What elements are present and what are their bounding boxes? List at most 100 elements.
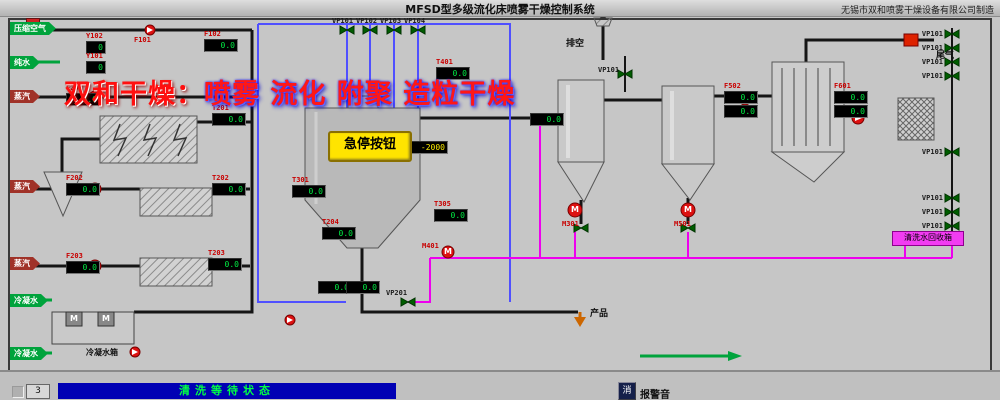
instrument-tag: Y102 — [86, 32, 103, 40]
valve-right-5 — [944, 147, 960, 157]
instrument-value: 0.0 — [212, 113, 246, 126]
instrument-t201: T201 0.0 — [212, 104, 246, 126]
valve-vp201 — [400, 297, 416, 307]
valve-label-right-4: VP101 — [921, 72, 943, 80]
valve-label-right-8: VP101 — [921, 222, 943, 230]
motor-m-glyph: M — [571, 205, 579, 214]
recovery-tank-label: 清洗水回收箱 — [892, 231, 964, 246]
valve-label-vp102: VP102 — [356, 17, 378, 25]
valve-label-right-7: VP101 — [921, 208, 943, 216]
instrument-t203: T203 0.0 — [208, 249, 242, 271]
instrument-tag: Y101 — [86, 52, 103, 60]
inlet-pure-water: 纯水 — [10, 56, 40, 69]
instrument-f202: F202 0.0 — [66, 174, 100, 196]
instrument-t305: T305 0.0 — [434, 200, 468, 222]
tail-gas-label: 尾气 — [936, 51, 955, 61]
instrument-value: 0 — [86, 61, 106, 74]
motor-label-m501: M501 — [674, 220, 691, 228]
instrument-t401: T401 0.0 — [436, 58, 470, 80]
agitator-m-glyph: M — [102, 314, 110, 323]
instrument-value: 0.0 — [66, 183, 100, 196]
cycle-counter: 3 — [26, 384, 50, 399]
valve-right-7 — [944, 207, 960, 217]
instrument-tag: F202 — [66, 174, 83, 182]
instrument-y101: Y101 0 — [86, 52, 106, 74]
instrument-value: 0.0 — [66, 261, 100, 274]
valve-label-vp201: VP201 — [386, 289, 408, 297]
condensate-tank-label: 冷凝水箱 — [86, 348, 118, 357]
inlet-steam-3: 蒸汽 — [10, 257, 40, 270]
cip-pipes — [408, 119, 953, 303]
blue-pipes — [257, 23, 511, 303]
instrument-value: 0.0 — [292, 185, 326, 198]
inlet-steam-1: 蒸汽 — [10, 90, 40, 103]
valve-right-1 — [944, 29, 960, 39]
instrument-tag: F502 — [724, 82, 741, 90]
product-label: 产品 — [590, 309, 609, 319]
instrument-t301: T301 0.0 — [292, 176, 326, 198]
inlet-condensate-1: 冷凝水 — [10, 294, 48, 307]
motor-m-glyph: M — [444, 247, 452, 256]
vent-label: 排空 — [566, 39, 585, 49]
instrument-t202: T202 0.0 — [212, 174, 246, 196]
heater-3 — [139, 257, 213, 287]
instrument-value: 0.0 — [346, 281, 380, 294]
valve-label-right-5: VP101 — [921, 148, 943, 156]
instrument-value: 0.0 — [208, 258, 242, 271]
instrument-mid-value: 0.0 — [530, 112, 564, 126]
instrument-tag: T202 — [212, 174, 229, 182]
instrument-t204: T204 0.0 — [322, 218, 356, 240]
pump-label-f101: F101 — [134, 36, 151, 44]
valve-cyclone1-discharge — [573, 223, 589, 233]
valve-glyphs — [339, 25, 960, 307]
valve-right-3 — [944, 57, 960, 67]
emergency-stop-button[interactable]: 急停按钮 — [328, 131, 412, 162]
valve-label-vp104: VP104 — [404, 17, 426, 25]
valve-vp101-top — [339, 25, 355, 35]
valve-label-right-6: VP101 — [921, 194, 943, 202]
instrument-value: 0.0 — [834, 91, 868, 104]
motor-label-m301: M301 — [562, 220, 579, 228]
instrument-chamber-pressure: -2000 — [408, 140, 448, 154]
product-arrow — [574, 312, 586, 327]
instrument-value: 0.0 — [434, 209, 468, 222]
cyclone-1 — [557, 79, 605, 204]
instrument-f601: F601 0.0 0.0 — [834, 82, 868, 118]
instrument-value: -2000 — [408, 141, 448, 154]
instrument-value: 0.0 — [204, 39, 238, 52]
valve-vessel2-discharge — [680, 223, 696, 233]
exhaust-fan — [903, 33, 919, 47]
green-arrowhead — [728, 351, 742, 361]
instrument-tag: T201 — [212, 104, 229, 112]
page-title: MFSD型多级流化床喷雾干燥控制系统 — [405, 3, 595, 16]
heater-1 — [99, 115, 198, 164]
instrument-tag: F102 — [204, 30, 221, 38]
instrument-value: 0.0 — [724, 91, 758, 104]
valve-label-vp103: VP103 — [380, 17, 402, 25]
valve-vp102-top — [362, 25, 378, 35]
valve-right-4 — [944, 71, 960, 81]
motor-m301 — [567, 202, 583, 218]
valve-label-vp101: VP101 — [332, 17, 354, 25]
mute-alarm-button[interactable]: 消 — [618, 382, 636, 400]
fluid-bed-vessel — [660, 85, 715, 201]
valve-vp103-top — [386, 25, 402, 35]
status-chip — [12, 386, 24, 398]
instrument-value: 0.0 — [66, 93, 100, 106]
instrument-tag: T203 — [208, 249, 225, 257]
motor-label-m401: M401 — [422, 242, 439, 250]
instrument-value: 0.0 — [212, 183, 246, 196]
valve-right-8 — [944, 221, 960, 231]
inlet-compressed-air: 压缩空气 — [10, 22, 56, 35]
instrument-tag: T204 — [322, 218, 339, 226]
inlet-condensate-2: 冷凝水 — [10, 347, 48, 360]
valve-vp104-top — [410, 25, 426, 35]
instrument-value: 0.0 — [530, 113, 564, 126]
mute-alarm-label: 报警音 — [640, 390, 670, 400]
status-banner: 清洗等待状态 — [58, 383, 396, 399]
valve-mid — [617, 69, 633, 79]
instrument-y102: Y102 0 — [86, 32, 106, 54]
instrument-f102: F102 0.0 — [204, 30, 238, 52]
